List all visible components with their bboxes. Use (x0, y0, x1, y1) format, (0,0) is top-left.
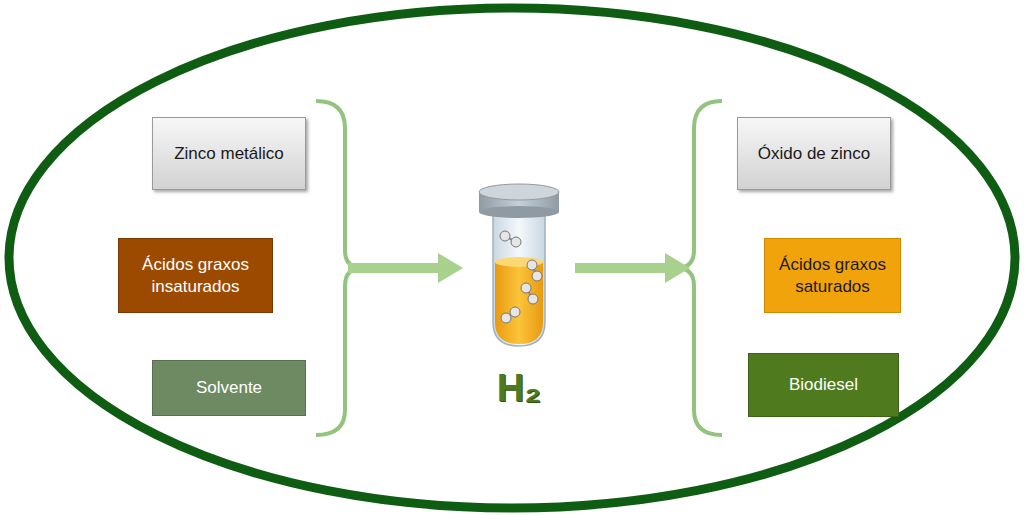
gas-formula: H₂ (497, 367, 541, 410)
product-box: Ácidos graxos saturados (764, 238, 901, 313)
reagent-box: Solvente (152, 360, 306, 416)
outer-ellipse (9, 8, 1015, 508)
box-label: Ácidos graxos insaturados (129, 254, 262, 297)
reagent-box: Zinco metálico (152, 117, 306, 190)
box-label: Óxido de zinco (758, 143, 870, 164)
product-box: Biodiesel (748, 353, 899, 417)
box-label: Solvente (196, 377, 262, 398)
product-box: Óxido de zinco (737, 117, 891, 190)
test-tube (479, 184, 559, 346)
box-label: Biodiesel (789, 374, 858, 395)
arrow-left (348, 253, 463, 283)
box-label: Ácidos graxos saturados (775, 254, 890, 297)
box-label: Zinco metálico (174, 143, 284, 164)
arrow-right (575, 253, 690, 283)
reagent-box: Ácidos graxos insaturados (118, 238, 273, 313)
